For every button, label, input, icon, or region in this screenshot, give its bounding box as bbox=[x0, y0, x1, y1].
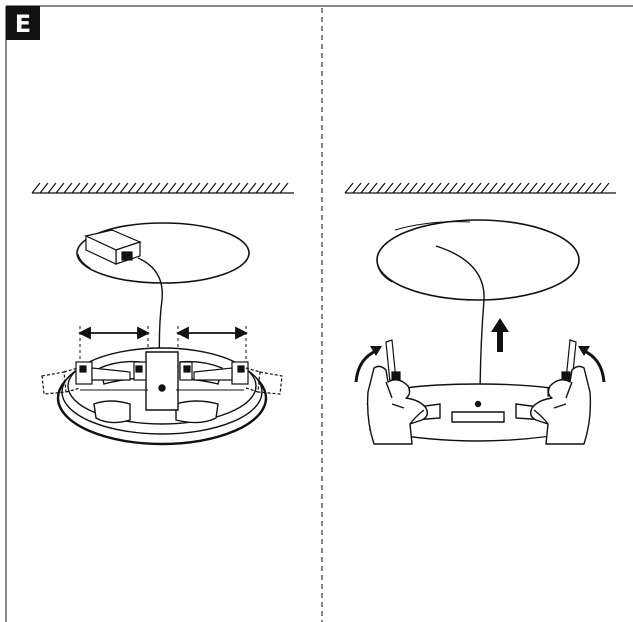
hatch-mark bbox=[79, 182, 89, 194]
hatch-mark bbox=[271, 182, 281, 194]
hatch-mark bbox=[528, 182, 538, 194]
hand-left bbox=[366, 365, 429, 445]
hatch-mark bbox=[231, 182, 241, 194]
hatch-mark bbox=[432, 182, 442, 194]
spring-clip-right bbox=[176, 361, 283, 395]
hatch-mark bbox=[103, 182, 113, 194]
hatch-mark bbox=[71, 182, 81, 194]
hatch-mark bbox=[199, 182, 209, 194]
hatch-mark bbox=[95, 182, 105, 194]
hatch-mark bbox=[544, 182, 554, 194]
hatch-mark bbox=[480, 182, 490, 194]
hatch-mark bbox=[167, 182, 177, 194]
ceiling-hatch-right bbox=[344, 182, 616, 194]
hatch-mark bbox=[568, 182, 578, 194]
hatch-mark bbox=[408, 182, 418, 194]
hatch-mark bbox=[488, 182, 498, 194]
hatch-mark bbox=[31, 182, 41, 194]
hatch-mark bbox=[135, 182, 145, 194]
hatch-mark bbox=[279, 182, 289, 194]
hatch-mark bbox=[352, 182, 362, 194]
hatch-mark bbox=[376, 182, 386, 194]
hatch-mark bbox=[384, 182, 394, 194]
hatch-mark bbox=[560, 182, 570, 194]
hatch-mark bbox=[151, 182, 161, 194]
hatch-mark bbox=[39, 182, 49, 194]
hatch-mark bbox=[504, 182, 514, 194]
center-brackets-left bbox=[133, 361, 193, 381]
hatch-mark bbox=[159, 182, 169, 194]
power-cable-right bbox=[435, 245, 485, 405]
hatch-mark bbox=[55, 182, 65, 194]
hatch-mark bbox=[584, 182, 594, 194]
hatch-mark bbox=[424, 182, 434, 194]
hatch-mark bbox=[416, 182, 426, 194]
hatch-mark bbox=[207, 182, 217, 194]
hatch-mark bbox=[496, 182, 506, 194]
hatch-mark bbox=[191, 182, 201, 194]
lift-up-arrow bbox=[491, 318, 509, 352]
hatch-mark bbox=[512, 182, 522, 194]
hatch-mark bbox=[87, 182, 97, 194]
hatch-mark bbox=[47, 182, 57, 194]
hatch-mark bbox=[223, 182, 233, 194]
hatch-mark bbox=[392, 182, 402, 194]
hatch-mark bbox=[360, 182, 370, 194]
hatch-mark bbox=[215, 182, 225, 194]
page-frame bbox=[5, 5, 633, 622]
hatch-mark bbox=[239, 182, 249, 194]
hatch-mark bbox=[552, 182, 562, 194]
hatch-mark bbox=[600, 182, 610, 194]
hatch-mark bbox=[263, 182, 273, 194]
hatch-mark bbox=[472, 182, 482, 194]
hatch-mark bbox=[63, 182, 73, 194]
ceiling-cutout-right bbox=[376, 219, 580, 301]
hatch-mark bbox=[111, 182, 121, 194]
hatch-mark bbox=[143, 182, 153, 194]
rotate-arrow-left bbox=[354, 346, 382, 383]
hatch-mark bbox=[576, 182, 586, 194]
hatch-mark bbox=[368, 182, 378, 194]
hatch-mark bbox=[464, 182, 474, 194]
hatch-mark bbox=[247, 182, 257, 194]
spring-clip-left bbox=[41, 361, 148, 395]
hatch-mark bbox=[592, 182, 602, 194]
hatch-mark bbox=[400, 182, 410, 194]
driver-box bbox=[84, 229, 142, 265]
hatch-mark bbox=[183, 182, 193, 194]
rotate-arrow-right bbox=[578, 346, 606, 383]
hatch-mark bbox=[344, 182, 354, 194]
hatch-mark bbox=[536, 182, 546, 194]
hatch-mark bbox=[175, 182, 185, 194]
hatch-mark bbox=[255, 182, 265, 194]
hatch-mark bbox=[440, 182, 450, 194]
hand-right bbox=[529, 365, 592, 445]
hatch-mark bbox=[119, 182, 129, 194]
hatch-mark bbox=[456, 182, 466, 194]
step-badge: E bbox=[6, 6, 40, 40]
hatch-mark bbox=[127, 182, 137, 194]
hatch-mark bbox=[448, 182, 458, 194]
step-label: E bbox=[15, 10, 31, 38]
ceiling-hatch-left bbox=[31, 182, 294, 194]
hatch-mark bbox=[520, 182, 530, 194]
